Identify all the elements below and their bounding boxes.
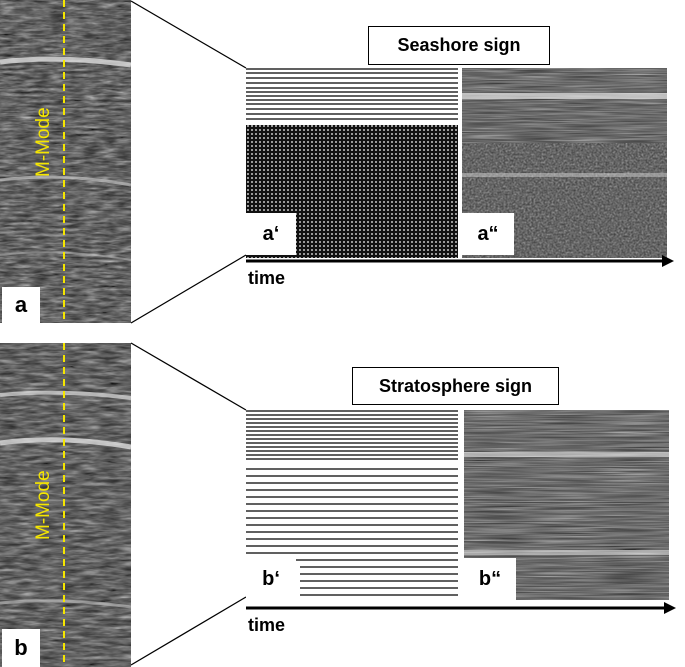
sublabel-b-prime: b‘ xyxy=(246,558,296,600)
connector-b-top xyxy=(130,342,247,411)
connector-a-top xyxy=(130,0,247,69)
stratosphere-sign-title: Stratosphere sign xyxy=(352,367,559,405)
seashore-schematic-lines xyxy=(246,68,458,120)
connector-a-bottom xyxy=(130,254,247,324)
time-label-a: time xyxy=(248,268,286,288)
time-label-b: time xyxy=(248,615,286,635)
seashore-sign-title: Seashore sign xyxy=(368,26,550,65)
panel-label-a: a xyxy=(2,287,40,323)
time-arrow-b xyxy=(246,602,676,614)
ultrasound-texture-a xyxy=(0,0,131,323)
time-arrow-a xyxy=(246,255,674,267)
sublabel-a-prime: a‘ xyxy=(246,213,296,255)
ultrasound-image-b xyxy=(0,343,131,667)
connector-b-bottom xyxy=(130,596,247,666)
mmode-image-a2 xyxy=(462,68,667,258)
ultrasound-image-a xyxy=(0,0,131,323)
panel-label-b: b xyxy=(2,629,40,667)
sublabel-b-double-prime: b“ xyxy=(464,558,516,600)
mmode-label-b: M-Mode xyxy=(33,470,54,540)
sublabel-a-double-prime: a“ xyxy=(462,213,514,255)
